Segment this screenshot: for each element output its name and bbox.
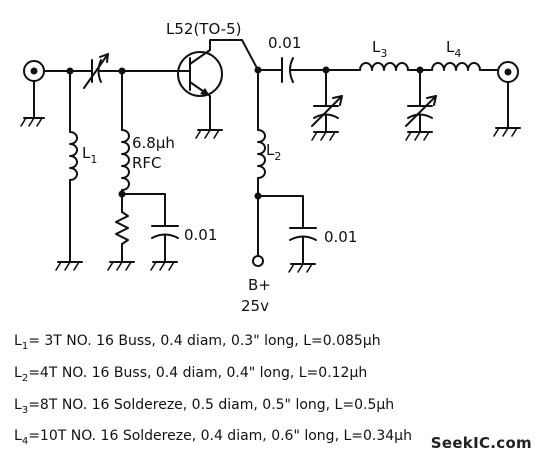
ground-symbol	[20, 117, 45, 127]
input-connector	[23, 60, 71, 119]
inductor-l3	[325, 62, 421, 71]
l4-label: L4	[446, 38, 461, 60]
ground-symbol	[493, 127, 521, 137]
ground-symbol	[195, 129, 223, 139]
coil-spec-l3: L3=8T NO. 16 Soldereze, 0.5 diam, 0.5" l…	[14, 396, 395, 416]
output-connector	[497, 61, 519, 129]
supply-name-label: B+	[248, 276, 271, 294]
inductor-l2	[257, 69, 266, 257]
trimmer-capacitor-1	[311, 69, 343, 133]
ground-symbol	[405, 131, 433, 141]
ground-symbol	[288, 263, 316, 273]
l2-label: L2	[266, 141, 281, 163]
transistor	[177, 39, 259, 131]
coil-spec-l2: L2=4T NO. 16 Buss, 0.4 diam, 0.4" long, …	[14, 364, 368, 384]
bypass-capacitor-2	[257, 195, 317, 265]
ground-symbol	[311, 131, 339, 141]
inductor-l1	[69, 70, 78, 263]
inductor-l4	[419, 62, 499, 71]
trimmer-capacitor-2	[405, 69, 437, 133]
coupling-cap-label: 0.01	[268, 34, 301, 52]
watermark: SeekIC.com	[430, 434, 532, 452]
ground-symbol	[55, 261, 83, 271]
rfc-value-label: 6.8μh	[132, 134, 175, 152]
transistor-label: L52(TO-5)	[166, 20, 242, 38]
supply-voltage-label: 25v	[241, 297, 269, 315]
bypass-cap-2-label: 0.01	[324, 228, 357, 246]
rfc-name-label: RFC	[132, 154, 162, 172]
variable-capacitor-input	[69, 53, 123, 89]
coil-spec-l1: L1= 3T NO. 16 Buss, 0.4 diam, 0.3" long,…	[14, 333, 381, 352]
resistor	[115, 211, 129, 263]
bypass-cap-1-label: 0.01	[184, 226, 217, 244]
coupling-capacitor	[257, 57, 327, 83]
l1-label: L1	[82, 144, 97, 166]
bypass-capacitor-1	[121, 193, 179, 263]
ground-symbol	[107, 261, 135, 271]
coil-spec-l4: L4=10T NO. 16 Soldereze, 0.4 diam, 0.6" …	[14, 428, 412, 448]
coil-specifications: L1= 3T NO. 16 Buss, 0.4 diam, 0.3" long,…	[14, 328, 414, 455]
supply-terminal	[252, 255, 264, 267]
ground-symbol	[150, 261, 178, 271]
l3-label: L3	[372, 38, 387, 60]
